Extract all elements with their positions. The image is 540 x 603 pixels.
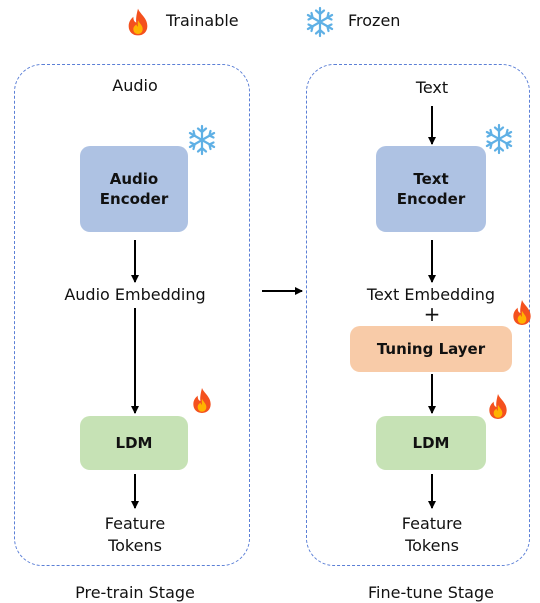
tuning-layer-box: Tuning Layer — [350, 326, 512, 372]
audio-input-label: Audio — [112, 76, 158, 95]
text-embedding-label: Text Embedding — [366, 285, 496, 304]
pretrain-stage-label: Pre-train Stage — [75, 583, 195, 602]
tuning-layer-fire-icon — [513, 300, 531, 325]
finetune-ldm-box: LDM — [376, 416, 486, 470]
pretrain-ldm-fire-icon — [193, 388, 211, 413]
text-encoder-snowflake-icon — [485, 123, 513, 155]
audio-embedding-label: Audio Embedding — [64, 285, 206, 304]
legend-frozen-label: Frozen — [348, 11, 401, 30]
text-encoder-line2: Encoder — [396, 190, 466, 208]
text-encoder-line1: Text — [413, 170, 449, 188]
legend-fire-icon — [128, 8, 148, 36]
legend-trainable-label: Trainable — [166, 11, 239, 30]
audio-encoder-snowflake-icon — [188, 124, 216, 156]
audio-encoder-line1: Audio — [109, 170, 159, 188]
pretrain-output-line1: Feature — [104, 514, 166, 533]
plus-sign: + — [423, 302, 441, 326]
finetune-output-line2: Tokens — [405, 536, 459, 555]
legend-snowflake-icon — [306, 6, 334, 38]
text-input-label: Text — [415, 78, 449, 97]
finetune-stage-label: Fine-tune Stage — [368, 583, 494, 602]
pretrain-panel — [14, 64, 250, 566]
text-encoder-box: Text Encoder — [376, 146, 486, 232]
pretrain-output-line2: Tokens — [108, 536, 162, 555]
pretrain-ldm-box: LDM — [80, 416, 188, 470]
audio-encoder-box: Audio Encoder — [80, 146, 188, 232]
finetune-output-line1: Feature — [401, 514, 463, 533]
audio-encoder-line2: Encoder — [99, 190, 169, 208]
finetune-ldm-fire-icon — [489, 394, 507, 419]
